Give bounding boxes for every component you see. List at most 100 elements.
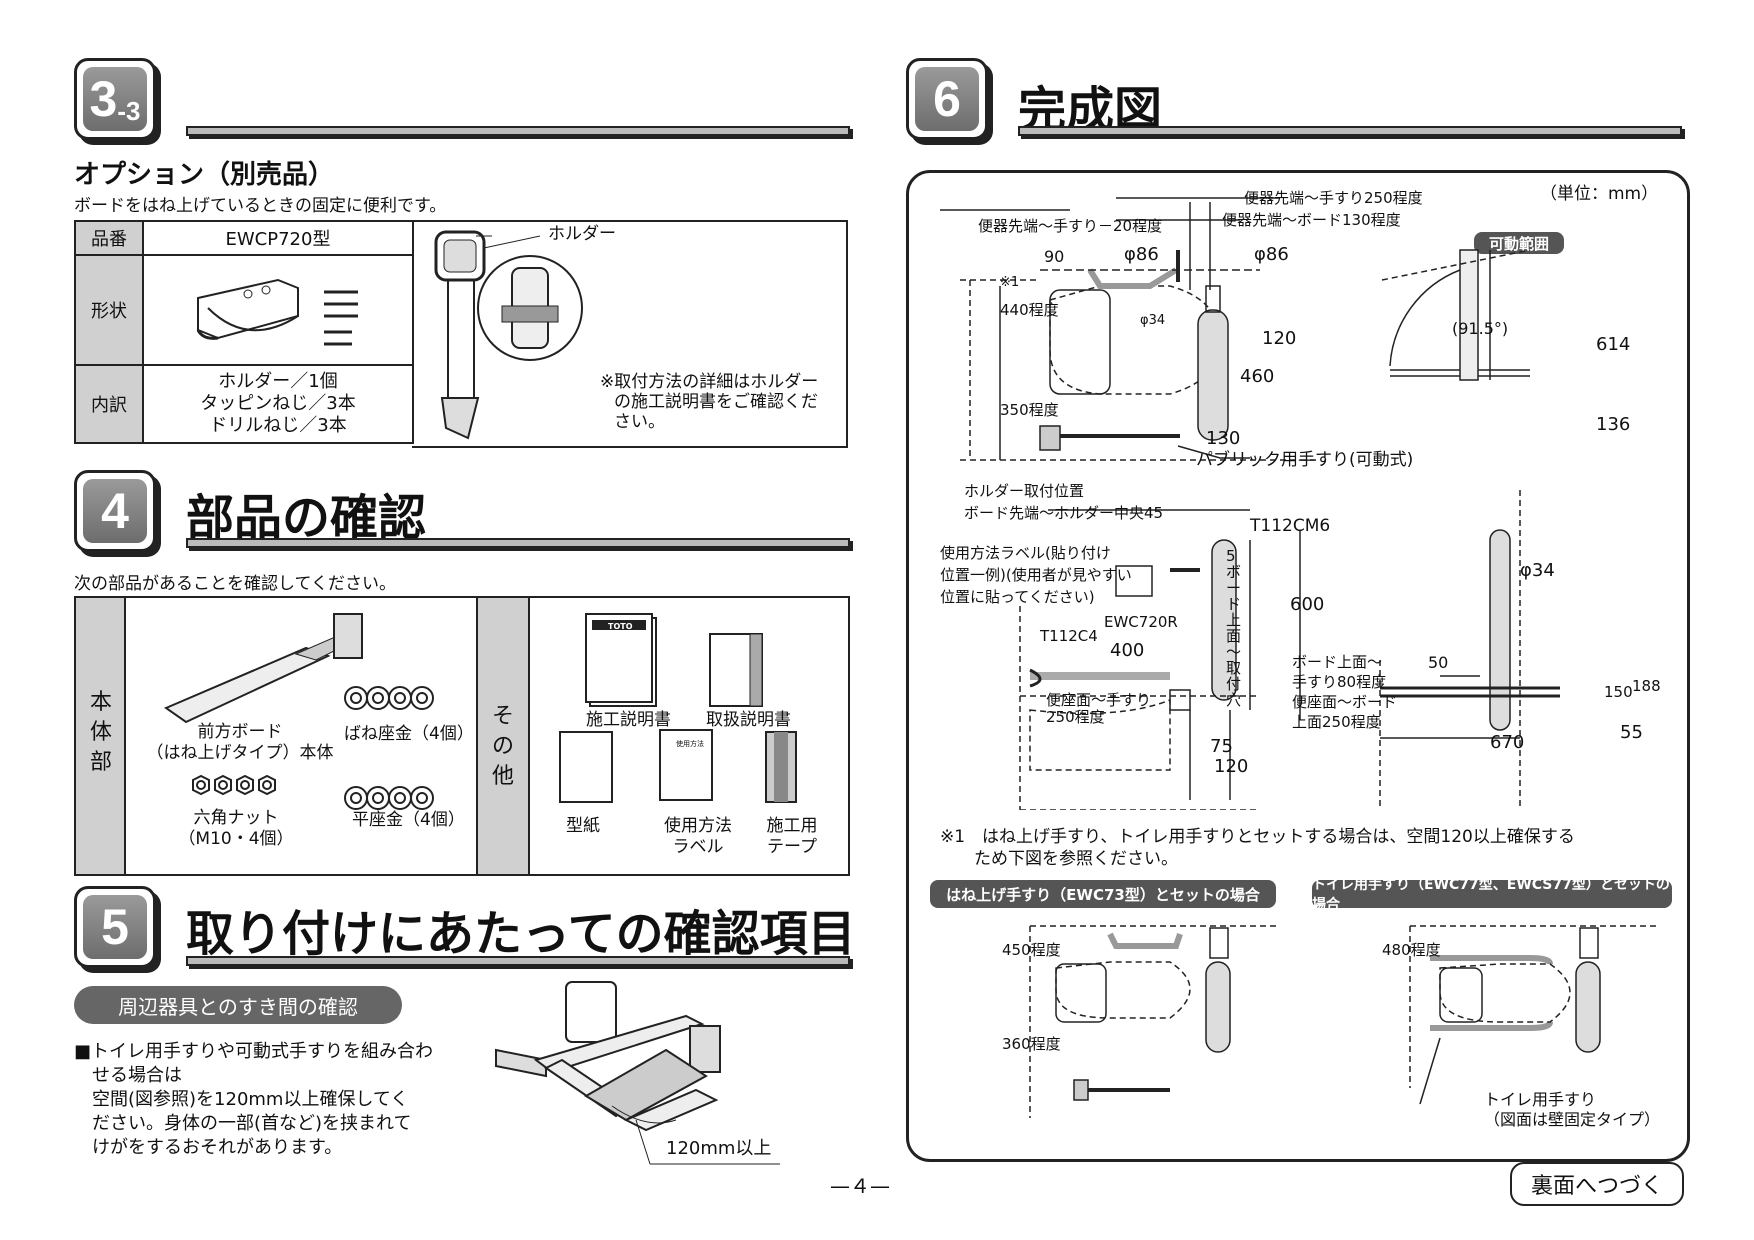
top-view-drawing <box>940 197 1531 461</box>
user-manual-label: 取扱説明書 <box>706 710 791 730</box>
holder-part-figure <box>142 254 414 366</box>
board-label: 前方ボード（はね上げタイプ）本体 <box>146 722 334 763</box>
set-ewc73-tag: はね上げ手すり（EWC73型）とセットの場合 <box>930 880 1276 908</box>
other-parts-figure <box>559 613 797 803</box>
install-manual-label: 施工説明書 <box>586 710 671 730</box>
main-unit-label: 本体部 <box>90 690 113 775</box>
footnote-1: ※1 はね上げ手すり、トイレ用手すりとセットする場合は、空間120以上確保する … <box>940 827 1575 869</box>
option-heading: オプション（別売品） <box>74 160 335 190</box>
dim-188: 188 <box>1632 677 1661 695</box>
holder-illustration-box: ホルダー ※取付方法の詳細はホルダーの施工説明書をご確認ください。 <box>412 220 848 448</box>
dim-55: 55 <box>1620 722 1643 743</box>
dim-120-mid: 120 <box>1214 756 1249 777</box>
t112c4-label: T112C4 <box>1040 627 1098 645</box>
dim-350: 350程度 <box>1000 401 1059 419</box>
main-unit-column <box>76 598 126 874</box>
unit-label: （単位：mm） <box>1540 184 1659 204</box>
section-6-badge: 6 <box>906 58 988 140</box>
seat-board-note: 便座面～ボード上面250程度 <box>1292 693 1398 731</box>
spring-washer-label: ばね座金（4個） <box>344 724 474 744</box>
section-3-3-badge: 3-3 <box>74 58 156 140</box>
dim-450: 450程度 <box>1002 941 1061 959</box>
gap-label: 120mm以上 <box>666 1138 772 1159</box>
dim-614: 614 <box>1596 334 1631 355</box>
section-4-title: 部品の確認 <box>186 490 427 546</box>
holder-position-note: ホルダー取付位置ボード先端～ホルダー中央45 <box>964 482 1164 522</box>
continue-on-back: 裏面へつづく <box>1510 1162 1684 1206</box>
section-number: 3 <box>89 71 118 127</box>
dim-c: 便器先端～手すり－20程度 <box>978 217 1163 235</box>
holder-label: ホルダー <box>548 224 616 244</box>
main-parts-figure <box>163 613 434 810</box>
section-subnumber: -3 <box>117 95 141 126</box>
holder-note: ※取付方法の詳細はホルダーの施工説明書をご確認ください。 <box>600 372 819 432</box>
public-handrail-label: パブリック用手すり(可動式) <box>1196 450 1414 470</box>
dim-a: 便器先端～手すり250程度 <box>1244 189 1423 207</box>
gap-check-body: ■トイレ用手すりや可動式手すりを組み合わ せる場合は 空間(図参照)を120mm… <box>74 1041 434 1158</box>
parts-description: 次の部品があることを確認してください。 <box>74 574 396 594</box>
gap-illustration <box>495 981 780 1165</box>
other-column <box>476 598 530 874</box>
section-rule <box>186 956 850 966</box>
contents-item: ドリルねじ／3本 <box>209 415 347 436</box>
dim-480: 480程度 <box>1382 941 1441 959</box>
dim-50: 50 <box>1428 653 1449 672</box>
contents-item: ホルダー／1個 <box>218 371 338 392</box>
section-number: 5 <box>83 895 147 959</box>
section-4-badge: 4 <box>74 470 156 552</box>
dim-136: 136 <box>1596 414 1631 435</box>
completion-drawing-frame <box>906 170 1690 1162</box>
holder-illustration <box>434 230 583 440</box>
contents-header: 内訳 <box>74 364 144 444</box>
ewc73-set-drawing <box>1029 925 1280 1118</box>
dim-150: 150 <box>1604 683 1633 701</box>
nut-label: 六角ナット（M10・4個） <box>178 808 294 849</box>
shape-header: 形状 <box>74 254 144 366</box>
ewc720r-label: EWC720R <box>1104 613 1178 631</box>
t112cm6-label: T112CM6 <box>1250 516 1331 536</box>
board-top-handrail-note: ボード上面～手すり80程度 <box>1292 653 1387 691</box>
movable-range-tag: 可動範囲 <box>1474 232 1564 254</box>
label-head-text: 使用方法 <box>676 740 704 748</box>
dim-phi86-b: φ86 <box>1254 244 1289 265</box>
dim-360: 360程度 <box>1002 1035 1061 1053</box>
dim-120-top: 120 <box>1262 328 1297 349</box>
ewc77-set-drawing <box>1409 925 1660 1105</box>
dim-130: 130 <box>1206 428 1241 449</box>
model-header: 品番 <box>74 220 144 256</box>
usage-label-label: 使用方法ラベル <box>664 816 732 857</box>
dim-phi34-mid: φ34 <box>1520 560 1555 581</box>
flat-washer-label: 平座金（4個） <box>352 810 465 830</box>
note-1-marker: ※1 <box>1000 275 1020 290</box>
angle-label: (91.5°) <box>1452 319 1509 338</box>
toilet-handrail-caption: トイレ用手すり（図面は壁固定タイプ） <box>1484 1090 1661 1129</box>
usage-label-position-note: 使用方法ラベル(貼り付け位置一例)(使用者が見やすい位置に貼ってください) <box>940 544 1132 606</box>
model-value: EWCP720型 <box>142 220 414 256</box>
dim-440: 440程度 <box>1000 301 1059 319</box>
dim-670: 670 <box>1490 732 1525 753</box>
tape-label: 施工用テープ <box>766 816 818 857</box>
template-label: 型紙 <box>566 816 600 836</box>
set-ewc77-tag: トイレ用手すり（EWC77型、EWCS77型）とセットの場合 <box>1312 877 1672 913</box>
page-number: —４— <box>830 1174 890 1198</box>
dim-phi86-a: φ86 <box>1124 244 1159 265</box>
section-rule <box>1018 126 1682 136</box>
section-5-title: 取り付けにあたっての確認項目 <box>186 906 856 962</box>
side-view-drawing <box>1019 490 1560 810</box>
other-label: その他 <box>492 704 515 789</box>
section-number: 6 <box>915 67 979 131</box>
parts-box: 本体部 その他 前方ボード（はね上げタイプ）本体 ばね座金（4個） 六角ナット（… <box>74 596 850 876</box>
dim-460: 460 <box>1240 366 1275 387</box>
gap-check-pill: 周辺器具とのすき間の確認 <box>74 986 402 1024</box>
dim-75: 75 <box>1210 736 1233 757</box>
section-rule <box>186 126 850 136</box>
section-number: 4 <box>83 479 147 543</box>
section-5-badge: 5 <box>74 886 156 968</box>
contents-item: タッピンねじ／3本 <box>200 393 356 414</box>
dim-400: 400 <box>1110 640 1145 661</box>
dim-90: 90 <box>1044 247 1065 266</box>
board-top-hole-vertical: 5ボード上面～取付穴 <box>1226 547 1242 709</box>
section-rule <box>186 538 850 548</box>
